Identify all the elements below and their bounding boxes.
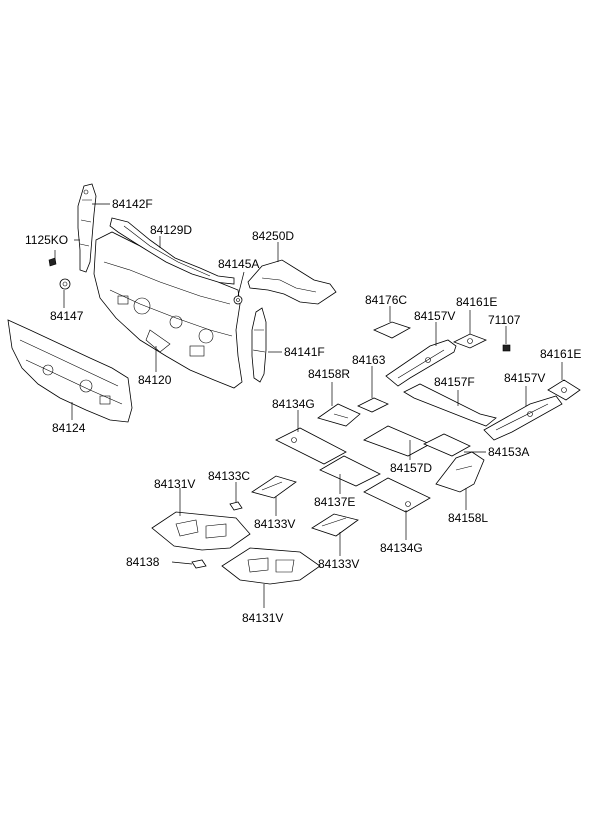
mat-84131V-top [151,511,251,551]
label-84120: 84120 [138,373,172,387]
label-84176C: 84176C [365,293,407,307]
pad-84157F [403,383,497,427]
pad-84161E-top [453,333,487,349]
label-84133V-mid: 84133V [254,517,295,531]
bracket-84141F [251,307,267,383]
dash-panel-84124 [7,319,133,423]
pad-84133V-mid [251,475,297,499]
label-84131V-top: 84131V [154,477,195,491]
label-84163: 84163 [352,353,386,367]
label-84250D: 84250D [252,229,294,243]
pad-84153A [423,433,471,457]
pad-84158R [317,403,361,427]
label-71107: 71107 [488,313,521,327]
label-84133C: 84133C [208,469,250,483]
label-84124: 84124 [52,421,86,435]
clip-84145A [233,295,243,305]
bolt-1125KO [48,250,57,267]
insulator-84129D [109,217,235,285]
label-84138: 84138 [126,555,160,569]
grommet-84147 [59,278,71,290]
pad-84158L [435,451,485,493]
label-84133V-low: 84133V [318,557,359,571]
label-84137E: 84137E [314,495,355,509]
part-labels: 84142F 1125KO 84129D 84250D 84145A 84147… [25,197,581,625]
label-84157D: 84157D [390,461,432,475]
pad-84176C [373,321,411,339]
pad-84134G-bottom [363,477,431,513]
label-84161E-top: 84161E [456,295,497,309]
label-84142F: 84142F [112,197,153,211]
clip-71107 [502,344,511,352]
pad-84137E [319,455,381,487]
label-84129D: 84129D [150,223,192,237]
pad-84133V-low [311,513,359,537]
insulator-84250D [247,259,337,305]
leader-lines [63,203,563,608]
label-84158R: 84158R [308,367,350,381]
pad-84161E-right [547,379,581,401]
label-84141F: 84141F [284,345,325,359]
strip-84157V-top [385,339,457,387]
label-84145A: 84145A [218,257,259,271]
strip-84157V-right [483,395,563,441]
label-84158L: 84158L [448,511,488,525]
label-84157F: 84157F [434,375,475,389]
pad-84157D [363,425,431,457]
pad-84134G-top [275,427,347,465]
label-84134G-bottom: 84134G [380,541,423,555]
bracket-84142F [77,183,97,273]
label-84131V-bottom: 84131V [242,611,283,625]
dash-insulator-84120 [93,231,243,389]
clip-84133C [229,501,243,511]
label-84134G-top: 84134G [272,397,315,411]
label-84147: 84147 [50,309,84,323]
label-84161E-right: 84161E [540,347,581,361]
label-84157V-top: 84157V [414,309,455,323]
label-1125KO: 1125KO [25,233,68,247]
label-84157V-right: 84157V [504,371,545,385]
label-84153A: 84153A [488,445,529,459]
pad-84163 [357,397,389,413]
clip-84138 [191,559,207,569]
mat-84131V-bottom [221,547,321,585]
